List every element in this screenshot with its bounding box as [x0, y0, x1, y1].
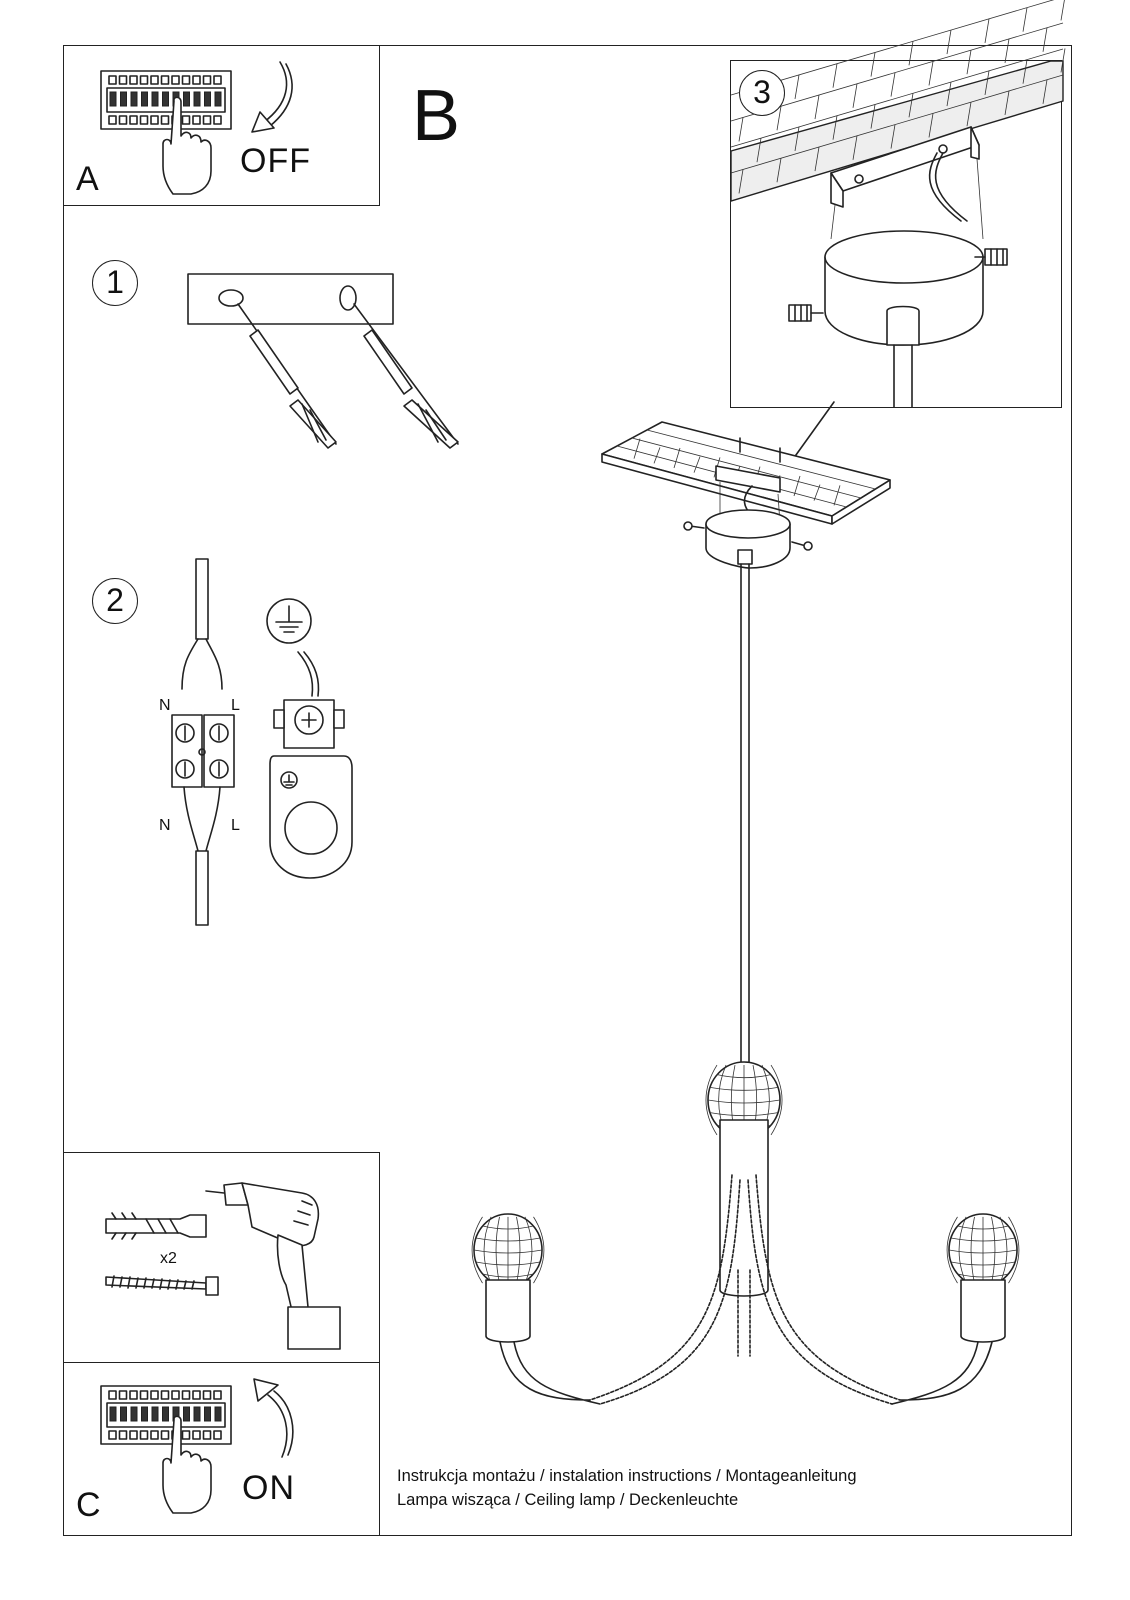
- neutral-label-bottom: N: [159, 817, 171, 834]
- panel-c-letter: C: [76, 1486, 101, 1524]
- caption-line-1: Instrukcja montażu / instalation instruc…: [397, 1467, 857, 1485]
- ceiling-plate-icon: [601, 421, 891, 525]
- wall-plug-icon: [353, 303, 459, 449]
- drill-icon: [205, 1182, 341, 1350]
- ceiling-mount-detail: [730, 0, 1066, 408]
- panel-c: C ON: [63, 1362, 380, 1536]
- ground-clamp-icon: [266, 598, 353, 879]
- step-1-badge: 1: [92, 260, 138, 306]
- wall-plug-icon: [105, 1212, 207, 1240]
- lamp-globe-icon: [946, 1213, 1020, 1287]
- live-label-bottom: L: [231, 817, 240, 834]
- hand-icon: [162, 1415, 212, 1514]
- neutral-label-top: N: [159, 697, 171, 714]
- screw-icon: [974, 248, 1008, 266]
- step-3-badge: 3: [739, 70, 785, 116]
- screw-icon: [788, 304, 824, 322]
- hand-icon: [162, 96, 212, 195]
- flexible-arm-icon: [499, 1174, 993, 1405]
- panel-b-letter: B: [412, 76, 461, 156]
- breaker-panel-icon: [100, 1385, 232, 1445]
- quantity-label: x2: [160, 1250, 177, 1267]
- wall-plug-icon: [237, 303, 337, 449]
- canopy-icon: [683, 465, 813, 569]
- lamp-globe-icon: [471, 1213, 545, 1287]
- step-3-inset: [730, 0, 1066, 408]
- screw-icon: [105, 1275, 219, 1296]
- switch-off-label: OFF: [240, 142, 311, 180]
- live-label-top: L: [231, 697, 240, 714]
- panel-a: A OFF: [63, 45, 380, 206]
- panel-a-letter: A: [76, 160, 99, 198]
- terminal-block-icon: [171, 558, 235, 926]
- panel-tools: x2: [63, 1152, 380, 1364]
- mounting-bracket-with-wall-plugs: [187, 273, 459, 449]
- pendant-lamp-illustration: [471, 401, 1020, 1405]
- caption-line-2: Lampa wisząca / Ceiling lamp / Deckenleu…: [397, 1491, 739, 1509]
- switch-on-label: ON: [242, 1469, 295, 1507]
- step-2-badge: 2: [92, 578, 138, 624]
- arrow-up-curved-icon: [253, 1378, 294, 1458]
- arrow-down-curved-icon: [251, 61, 293, 133]
- instruction-frame: [63, 45, 1072, 1536]
- ground-symbol-icon: [266, 598, 312, 644]
